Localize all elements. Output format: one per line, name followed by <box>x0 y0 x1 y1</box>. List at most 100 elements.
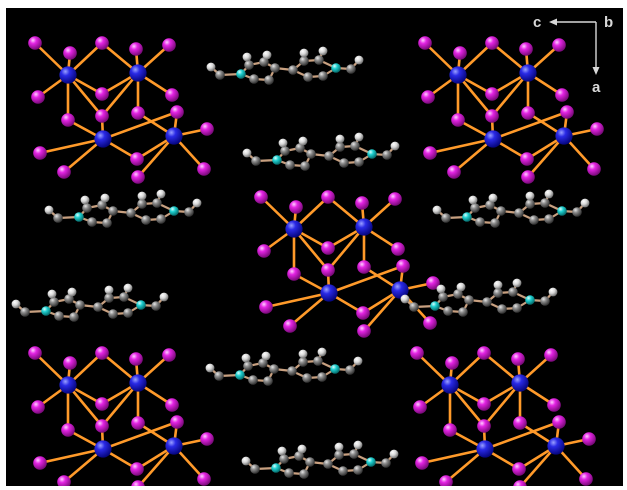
carbon-atom <box>350 141 360 151</box>
halide-atom <box>95 87 109 101</box>
hydrogen-atom <box>156 189 166 199</box>
carbon-atom <box>82 203 92 213</box>
metal-atom <box>511 374 529 392</box>
metal-halide-bond <box>428 137 495 155</box>
metal-atom <box>165 437 183 455</box>
halide-atom <box>321 190 335 204</box>
carbon-atom <box>284 468 294 478</box>
carbon-atom <box>338 466 348 476</box>
organic-cation <box>11 283 169 322</box>
carbon-atom <box>184 207 194 217</box>
carbon-atom <box>443 306 453 316</box>
halide-atom <box>521 106 535 120</box>
hydrogen-atom <box>44 205 54 215</box>
halide-atom <box>418 36 432 50</box>
c-axis-label: c <box>533 14 541 31</box>
carbon-atom <box>529 215 539 225</box>
hydrogen-atom <box>318 46 328 56</box>
halide-atom <box>289 200 303 214</box>
metal-atom <box>555 127 573 145</box>
metal-atom <box>476 440 494 458</box>
halide-atom <box>485 87 499 101</box>
metal-halide-cluster <box>28 346 214 486</box>
hydrogen-atom <box>456 282 466 292</box>
carbon-atom <box>20 307 30 317</box>
organic-cation <box>400 278 558 317</box>
carbon-atom <box>264 75 274 85</box>
metal-atom <box>59 66 77 84</box>
halide-atom <box>443 423 457 437</box>
carbon-atom <box>152 198 162 208</box>
halide-atom <box>519 42 533 56</box>
carbon-atom <box>299 469 309 479</box>
hydrogen-atom <box>432 205 442 215</box>
hydrogen-atom <box>297 444 307 454</box>
carbon-atom <box>464 295 474 305</box>
halide-atom <box>413 400 427 414</box>
hydrogen-atom <box>241 353 251 363</box>
halide-atom <box>95 346 109 360</box>
halide-atom <box>357 260 371 274</box>
organic-cation <box>242 132 400 171</box>
metal-halide-bond <box>264 291 331 309</box>
hydrogen-atom <box>436 284 446 294</box>
carbon-atom <box>544 214 554 224</box>
halide-atom <box>451 113 465 127</box>
organic-cation <box>44 189 202 228</box>
organic-cation <box>241 440 399 479</box>
nitrogen-atom <box>367 149 377 159</box>
metal-halide-cluster <box>410 346 596 486</box>
hydrogen-atom <box>278 138 288 148</box>
carbon-atom <box>288 65 298 75</box>
halide-atom <box>31 90 45 104</box>
metal-atom <box>165 127 183 145</box>
halide-atom <box>410 346 424 360</box>
nitrogen-atom <box>525 295 535 305</box>
hydrogen-atom <box>123 283 133 293</box>
halide-atom <box>582 432 596 446</box>
metal-atom <box>129 374 147 392</box>
halide-atom <box>95 397 109 411</box>
carbon-atom <box>438 292 448 302</box>
carbon-atom <box>299 56 309 66</box>
hydrogen-atom <box>353 440 363 450</box>
metal-halide-bond <box>66 383 104 428</box>
hydrogen-atom <box>137 191 147 201</box>
halide-atom <box>283 319 297 333</box>
halide-atom <box>129 352 143 366</box>
carbon-atom <box>108 206 118 216</box>
carbon-atom <box>214 371 224 381</box>
carbon-atom <box>314 55 324 65</box>
a-axis-label: a <box>592 79 601 96</box>
carbon-atom <box>294 451 304 461</box>
carbon-atom <box>87 217 97 227</box>
c-axis-arrowhead <box>549 18 557 26</box>
halide-atom <box>423 316 437 330</box>
halide-atom <box>131 106 145 120</box>
carbon-atom <box>525 199 535 209</box>
metal-atom <box>320 284 338 302</box>
carbon-atom <box>300 161 310 171</box>
carbon-atom <box>382 150 392 160</box>
nitrogen-atom <box>74 212 84 222</box>
carbon-atom <box>243 361 253 371</box>
carbon-atom <box>496 206 506 216</box>
metal-halide-cluster <box>254 190 440 338</box>
structure-viewport: c b a <box>6 8 623 486</box>
carbon-atom <box>485 200 495 210</box>
metal-atom <box>94 130 112 148</box>
halide-atom <box>485 109 499 123</box>
carbon-atom <box>339 158 349 168</box>
carbon-atom <box>572 207 582 217</box>
carbon-atom <box>334 450 344 460</box>
crystal-packing-diagram: c b a <box>11 14 613 486</box>
carbon-atom <box>54 311 64 321</box>
carbon-atom <box>279 454 289 464</box>
hydrogen-atom <box>468 195 478 205</box>
carbon-atom <box>75 300 85 310</box>
carbon-atom <box>64 294 74 304</box>
halide-atom <box>321 241 335 255</box>
halide-atom <box>162 348 176 362</box>
halide-atom <box>200 432 214 446</box>
nitrogen-atom <box>235 370 245 380</box>
